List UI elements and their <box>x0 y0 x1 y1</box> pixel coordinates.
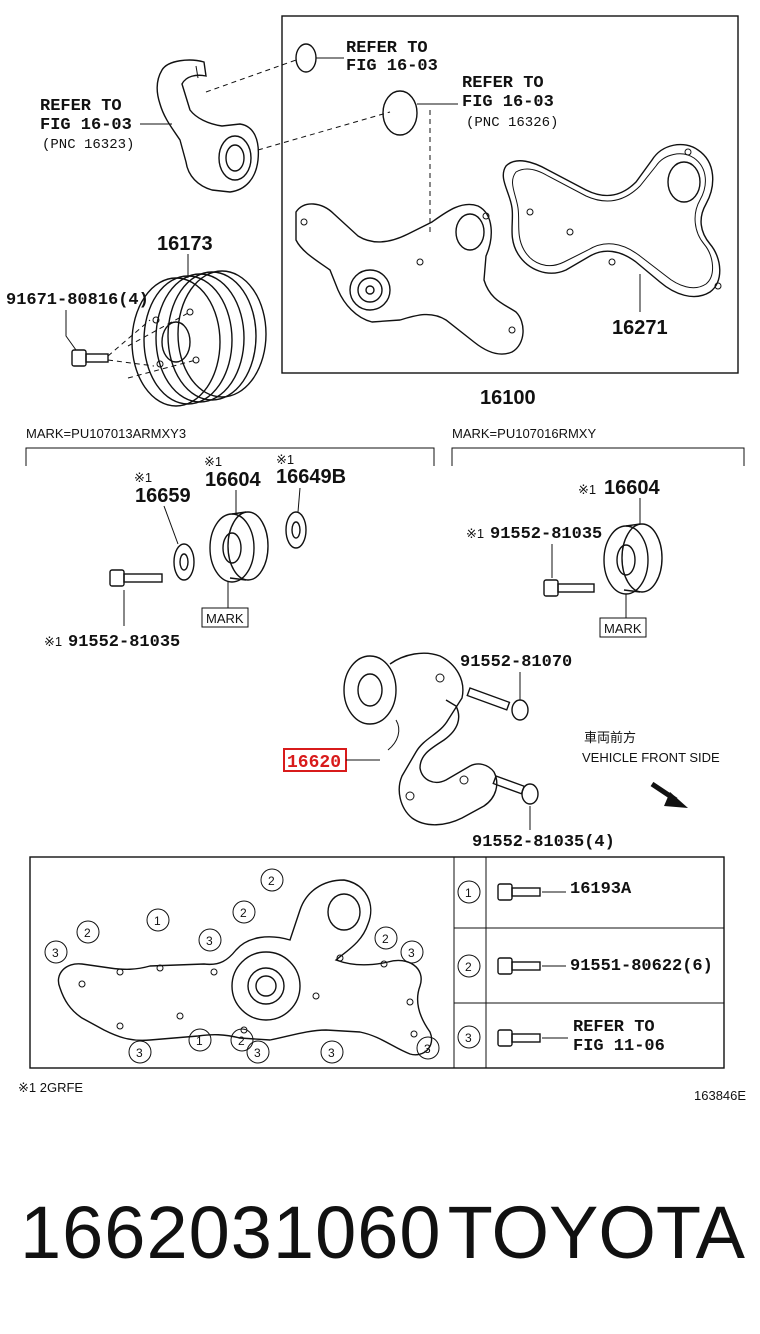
tensioner-bolt-top-label: 91552-81070 <box>460 653 572 672</box>
gasket <box>502 143 722 298</box>
svg-text:2: 2 <box>465 960 472 974</box>
mark-box-right <box>599 617 647 638</box>
note-mark-f: ※1 <box>466 526 484 541</box>
legend-part-3: REFER TO <box>573 1018 655 1037</box>
right-idler-bolt <box>543 579 595 597</box>
legend-part-2: 91551-80622(6) <box>570 957 713 976</box>
svg-text:3: 3 <box>424 1042 431 1056</box>
legend-row-3: 3 REFER TO FIG 11-06 <box>457 1018 665 1056</box>
svg-text:3: 3 <box>52 946 59 960</box>
legend-part-1: 16193A <box>570 880 632 899</box>
tensioner-bolt-bottom-label: 91552-81035(4) <box>472 833 615 852</box>
bolt-reference-box <box>29 856 725 1069</box>
washer-a-label: 16659 <box>135 485 191 507</box>
tensioner-label: 16620 <box>287 753 341 773</box>
left-washer-a <box>173 543 195 581</box>
mark-left-label: MARK=PU107013ARMXY3 <box>26 426 186 441</box>
svg-text:3: 3 <box>254 1046 261 1060</box>
note-mark-e: ※1 <box>578 482 596 497</box>
o-ring-large <box>382 90 418 136</box>
refer-label-b2: FIG 16-03 <box>462 93 554 112</box>
gasket-label: 16271 <box>612 317 668 339</box>
right-idler-pulley <box>603 523 663 595</box>
note-mark-d: ※1 <box>44 634 62 649</box>
vehicle-front-jp: 車両前方 <box>584 730 636 745</box>
pulley-bolt <box>71 349 109 367</box>
mark-box-left-text: MARK <box>206 611 244 626</box>
note-mark-b: ※1 <box>204 454 222 469</box>
svg-text:2: 2 <box>238 1034 245 1048</box>
refer-label-b3: (PNC 16326) <box>466 115 558 131</box>
refer-label-b: REFER TO <box>462 74 544 93</box>
svg-text:2: 2 <box>84 926 91 940</box>
svg-text:3: 3 <box>206 934 213 948</box>
legend-row-2: 2 91551-80622(6) <box>457 954 713 978</box>
svg-text:1: 1 <box>154 914 161 928</box>
vehicle-front-en: VEHICLE FRONT SIDE <box>582 750 720 765</box>
refer-label-c: REFER TO <box>40 97 122 116</box>
svg-text:1: 1 <box>196 1034 203 1048</box>
plate-callouts: 2 2 2 2 1 3 3 3 1 3 2 3 3 3 <box>44 868 440 1064</box>
svg-text:2: 2 <box>240 906 247 920</box>
footnote: ※1 2GRFE <box>18 1080 83 1095</box>
refer-label-c2: FIG 16-03 <box>40 116 132 135</box>
part-footer: 1662031060 TOYOTA <box>20 1190 745 1280</box>
svg-text:3: 3 <box>136 1046 143 1060</box>
water-pump-body <box>295 203 524 355</box>
washer-b-label: 16649B <box>276 466 346 488</box>
water-inlet-housing <box>156 59 260 193</box>
right-bolt-label: 91552-81035 <box>490 525 602 544</box>
water-pump-label: 16100 <box>480 387 536 409</box>
part-number: 1662031060 <box>20 1191 442 1274</box>
mark-box-left <box>201 607 249 628</box>
left-idler-label: 16604 <box>205 469 261 491</box>
pulley-bolt-label: 91671-80816(4) <box>6 291 149 310</box>
water-pump-plate-view <box>57 879 433 1056</box>
tensioner-bolt-top <box>466 687 529 721</box>
note-mark-a: ※1 <box>134 470 152 485</box>
note-mark-c: ※1 <box>276 452 294 467</box>
water-pump-box <box>281 15 739 374</box>
tensioner-bolt-bottom <box>492 775 539 805</box>
svg-text:3: 3 <box>408 946 415 960</box>
svg-text:2: 2 <box>382 932 389 946</box>
brand-name: TOYOTA <box>447 1191 745 1274</box>
left-washer-b <box>285 511 307 549</box>
svg-text:1: 1 <box>465 886 472 900</box>
svg-text:3: 3 <box>465 1031 472 1045</box>
pulley <box>131 270 267 407</box>
refer-label-c3: (PNC 16323) <box>42 137 134 153</box>
pulley-label: 16173 <box>157 233 213 255</box>
legend-row-1: 1 16193A <box>457 880 632 904</box>
left-idler-pulley <box>209 511 269 583</box>
o-ring-small <box>295 43 317 73</box>
mark-box-right-text: MARK <box>604 621 642 636</box>
svg-text:2: 2 <box>268 874 275 888</box>
mark-right-label: MARK=PU107016RMXY <box>452 426 596 441</box>
front-direction-arrow-icon <box>650 781 688 808</box>
parts-diagram: REFER TO FIG 16-03 REFER TO FIG 16-03 (P… <box>6 15 746 1103</box>
illustration-code: 163846E <box>694 1088 746 1103</box>
left-bolt-label: 91552-81035 <box>68 633 180 652</box>
right-idler-label: 16604 <box>604 477 660 499</box>
belt-tensioner <box>343 652 498 826</box>
svg-text:3: 3 <box>328 1046 335 1060</box>
left-idler-bolt <box>109 569 163 587</box>
refer-label-a: REFER TO <box>346 39 428 58</box>
refer-label-a2: FIG 16-03 <box>346 57 438 76</box>
legend-part-3b: FIG 11-06 <box>573 1037 665 1056</box>
